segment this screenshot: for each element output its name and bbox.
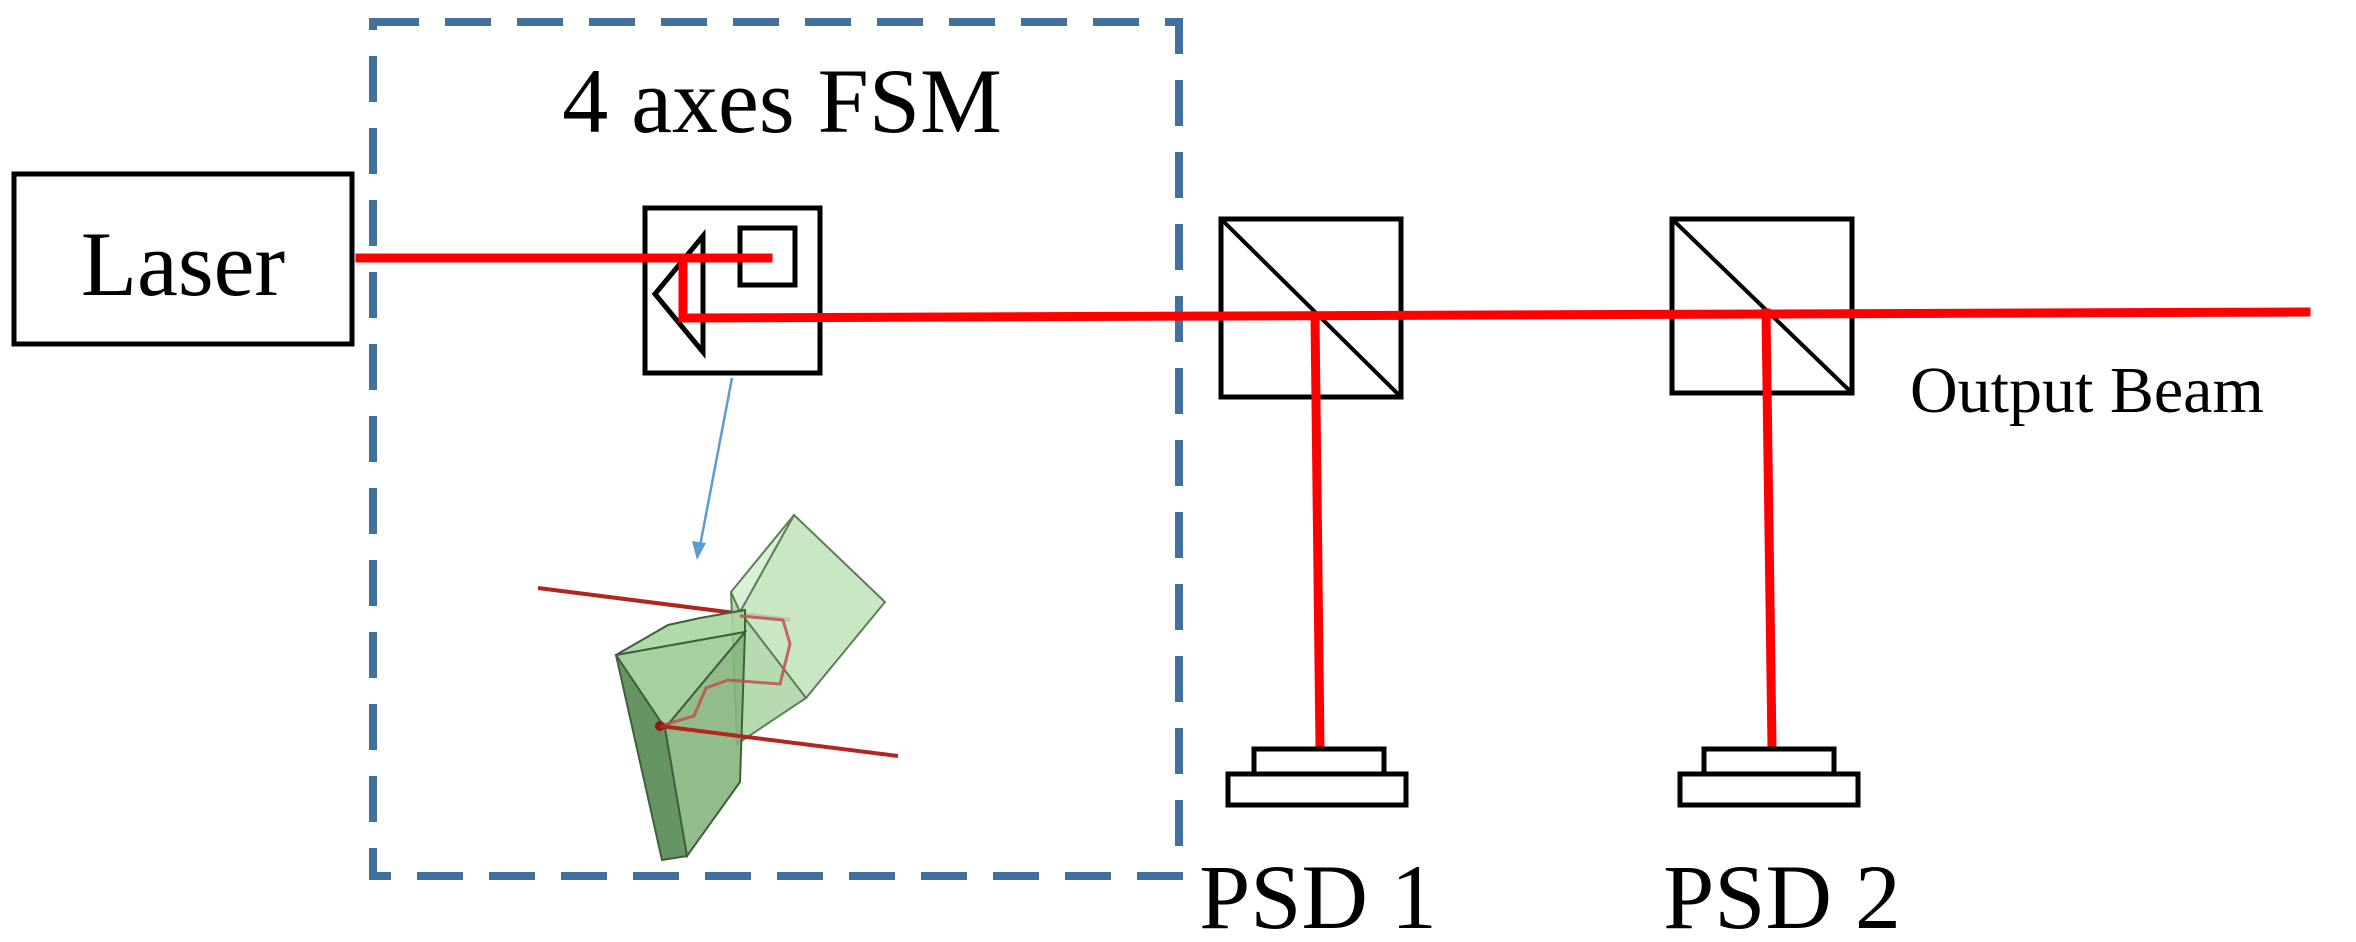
beam-splitter-1 (1218, 216, 1404, 400)
beam-to-psd1 (1310, 311, 1325, 753)
psd-1-top-plate (1251, 746, 1387, 777)
output-beam-label: Output Beam (1910, 354, 2264, 427)
psd-2-top-plate (1701, 746, 1837, 777)
psd-1-label: PSD 1 (1199, 846, 1437, 942)
psd-2-label: PSD 2 (1663, 846, 1901, 942)
laser-beam (355, 253, 2311, 753)
psd-2-base-plate (1677, 771, 1861, 808)
pointer-arrow-shaft (698, 377, 734, 547)
beam-splitter-2 (1669, 216, 1855, 396)
prism-internal-beam (659, 614, 792, 728)
lower-prism-face-side (614, 630, 748, 730)
fsm-mirror-symbol (642, 205, 823, 376)
laser-source: Laser (11, 171, 355, 347)
pointer-arrow-head (692, 541, 706, 560)
prism-output-beam (659, 724, 899, 758)
beam-splitter-2-diagonal (1670, 217, 1854, 395)
beam-output-path (678, 307, 2311, 323)
fsm-label: 4 axes FSM (562, 50, 1002, 152)
beam-to-psd2 (1761, 308, 1777, 753)
pointer-arrow (692, 377, 734, 560)
psd-2-detector (1677, 746, 1861, 808)
beam-splitter-1-diagonal (1219, 217, 1403, 399)
laser-label: Laser (81, 213, 285, 315)
upper-prism-face-top (729, 514, 795, 615)
psd-1-base-plate (1225, 771, 1409, 808)
laser-box (11, 171, 355, 347)
prism-assembly-illustration (537, 513, 899, 862)
psd-1-detector (1225, 746, 1409, 808)
fsm-dashed-enclosure (369, 18, 1183, 880)
